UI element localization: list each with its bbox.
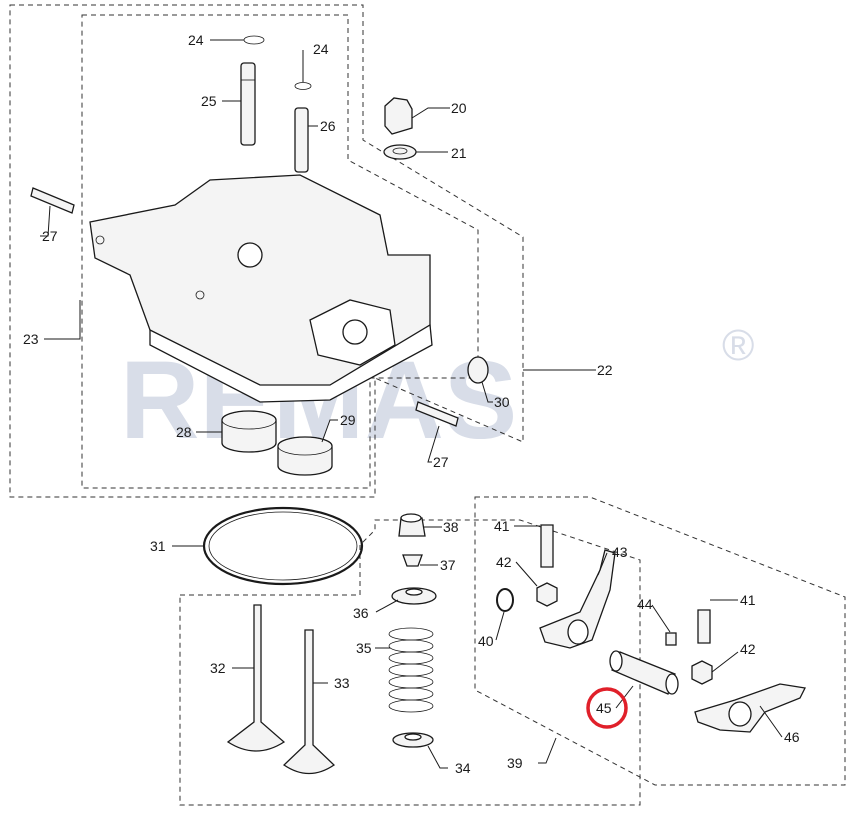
valve-seat-part xyxy=(277,436,333,476)
callout-32: 32 xyxy=(210,660,226,676)
valve-spring-part xyxy=(388,627,434,713)
callout-39: 39 xyxy=(507,755,523,771)
valve-guide-part xyxy=(240,62,256,146)
outline-valves xyxy=(179,519,641,806)
rocker-arm-part xyxy=(539,549,616,649)
seat-top xyxy=(277,436,333,456)
callout-36: 36 xyxy=(353,605,369,621)
washer-hole xyxy=(404,733,422,741)
callout-23: 23 xyxy=(23,331,39,347)
callout-labels: 24 24 25 26 20 21 27 23 22 30 28 29 27 3… xyxy=(23,32,800,776)
outline-cylinder-head xyxy=(9,4,524,498)
callout-22: 22 xyxy=(597,362,613,378)
exhaust-port xyxy=(342,319,368,345)
gasket-ring-inner xyxy=(208,511,358,581)
callout-42: 42 xyxy=(740,641,756,657)
callout-41: 41 xyxy=(740,592,756,608)
valve-keeper-part xyxy=(402,554,423,567)
nut-part xyxy=(384,97,413,135)
callout-33: 33 xyxy=(334,675,350,691)
callout-24: 24 xyxy=(313,41,329,57)
callout-45: 45 xyxy=(596,700,612,716)
washer-part xyxy=(383,144,417,160)
rocker-spring-part xyxy=(697,609,711,644)
callout-24: 24 xyxy=(188,32,204,48)
head-bore xyxy=(237,242,263,268)
callout-20: 20 xyxy=(451,100,467,116)
callout-43: 43 xyxy=(612,544,628,560)
callout-41: 41 xyxy=(494,518,510,534)
valve-guide-part xyxy=(294,107,309,173)
washer-hole xyxy=(392,147,408,155)
head-bolt-hole xyxy=(195,290,205,300)
callout-27: 27 xyxy=(433,454,449,470)
head-bolt-hole xyxy=(95,235,105,245)
callout-26: 26 xyxy=(320,118,336,134)
spring-retainer-part xyxy=(391,587,437,605)
stud-part xyxy=(415,401,459,427)
callout-42: 42 xyxy=(496,554,512,570)
callout-40: 40 xyxy=(478,633,494,649)
head-gasket-face xyxy=(149,323,433,403)
callout-37: 37 xyxy=(440,557,456,573)
callout-31: 31 xyxy=(150,538,166,554)
retaining-ring-part xyxy=(496,588,514,612)
rocker-spring-part xyxy=(540,524,554,568)
intake-valve-part xyxy=(226,604,286,752)
outline-rocker xyxy=(474,496,846,786)
callout-35: 35 xyxy=(356,640,372,656)
plug-part xyxy=(467,356,489,384)
seal-top xyxy=(400,513,422,523)
callout-27: 27 xyxy=(42,228,58,244)
parts xyxy=(30,35,806,775)
rocker-nut-part xyxy=(536,582,558,607)
highlight-ring xyxy=(586,687,628,729)
rocker-nut-part xyxy=(691,660,713,685)
adjusting-pin-part xyxy=(665,632,677,646)
valve-seat-part xyxy=(221,410,277,453)
rocker-bore xyxy=(728,701,752,727)
callout-46: 46 xyxy=(784,729,800,745)
callout-30: 30 xyxy=(494,394,510,410)
callout-28: 28 xyxy=(176,424,192,440)
gasket-ring-part xyxy=(202,506,364,586)
seat-top xyxy=(221,410,277,430)
callout-29: 29 xyxy=(340,412,356,428)
exhaust-valve-part xyxy=(282,629,336,775)
callout-21: 21 xyxy=(451,145,467,161)
o-ring-part xyxy=(294,82,312,90)
callout-38: 38 xyxy=(443,519,459,535)
callout-44: 44 xyxy=(637,596,653,612)
o-ring-part xyxy=(243,35,265,45)
retainer-hole xyxy=(405,588,423,596)
watermark-registered: ® xyxy=(722,321,754,370)
callout-25: 25 xyxy=(201,93,217,109)
shaft-end xyxy=(665,673,679,695)
callout-34: 34 xyxy=(455,760,471,776)
rocker-bore xyxy=(567,619,589,645)
shaft-end xyxy=(609,650,623,672)
leader-lines xyxy=(40,39,783,769)
stud-part xyxy=(30,187,75,214)
